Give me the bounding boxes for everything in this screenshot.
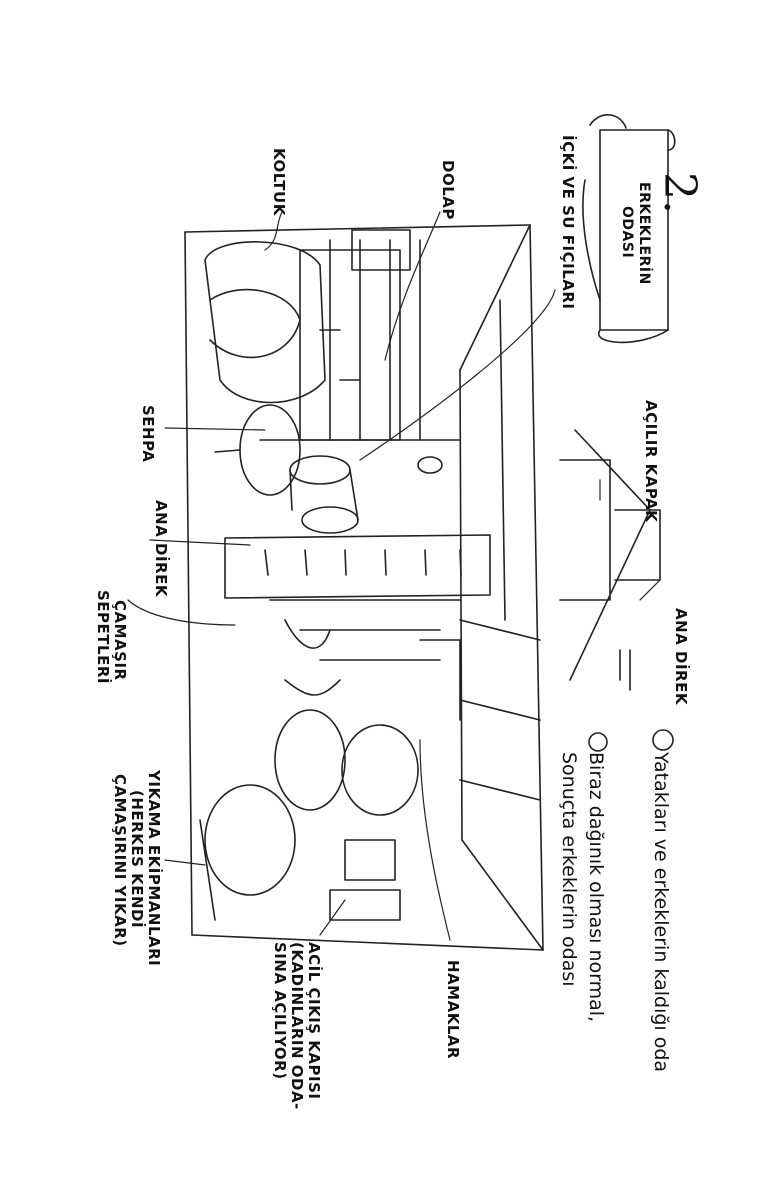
main-mast <box>224 534 491 599</box>
label-hamaklar: HAMAKLAR <box>444 960 462 1060</box>
label-acil-line2: (KADINLARIN ODA- <box>288 942 306 1110</box>
note-bullet-icons <box>588 729 674 752</box>
label-ana-direk-inner: ANA DİREK <box>152 500 170 597</box>
laundry-area <box>199 619 461 921</box>
barrels <box>289 455 443 534</box>
note-line-1: Yatakları ve erkeklerin kaldığı oda <box>650 752 672 1073</box>
hatch-detail <box>559 429 661 691</box>
title-scroll <box>582 114 676 344</box>
label-acilir-kapak: AÇILIR KAPAK <box>642 400 660 523</box>
note-line-3: Sonuçta erkeklerin odası <box>558 752 580 987</box>
page-number: 2. <box>654 172 705 214</box>
label-yikama-line2: (HERKES KENDİ <box>128 790 146 929</box>
label-camasir: ÇAMAŞIR SEPETLERİ <box>94 590 129 684</box>
armchair <box>204 241 326 404</box>
emergency-door <box>329 839 401 921</box>
scroll-title-line1: ERKEKLERİN <box>636 182 652 285</box>
label-acil-line3: SINA AÇILIYOR) <box>271 942 289 1080</box>
label-sehpa: SEHPA <box>139 405 157 463</box>
label-icki: İÇKİ VE SU FIÇILARI <box>559 135 577 310</box>
label-camasir-line1: ÇAMAŞIR <box>111 600 129 681</box>
cabinet <box>299 229 411 441</box>
label-dolap: DOLAP <box>439 160 457 220</box>
scroll-title: ERKEKLERİN ODASI <box>618 182 652 285</box>
coffee-table <box>214 404 301 496</box>
label-acil: ACİL ÇIKIŞ KAPISI (KADINLARIN ODA- SINA … <box>271 942 323 1110</box>
label-yikama-line3: ÇAMAŞIRINI YIKAR) <box>111 774 129 947</box>
scroll-title-line2: ODASI <box>619 206 635 259</box>
note-line-2: Biraz dağınık olması normal, <box>585 752 607 1023</box>
leader-lines <box>127 211 661 941</box>
label-yikama: YIKAMA EKİPMANLARI (HERKES KENDİ ÇAMAŞIR… <box>111 770 163 967</box>
label-camasir-line2: SEPETLERİ <box>94 590 112 684</box>
label-yikama-line1: YIKAMA EKİPMANLARI <box>145 770 163 967</box>
label-ana-direk-outer: ANA DİREK <box>672 608 690 705</box>
label-koltuk: KOLTUK <box>270 148 288 216</box>
label-acil-line1: ACİL ÇIKIŞ KAPISI <box>305 942 323 1100</box>
